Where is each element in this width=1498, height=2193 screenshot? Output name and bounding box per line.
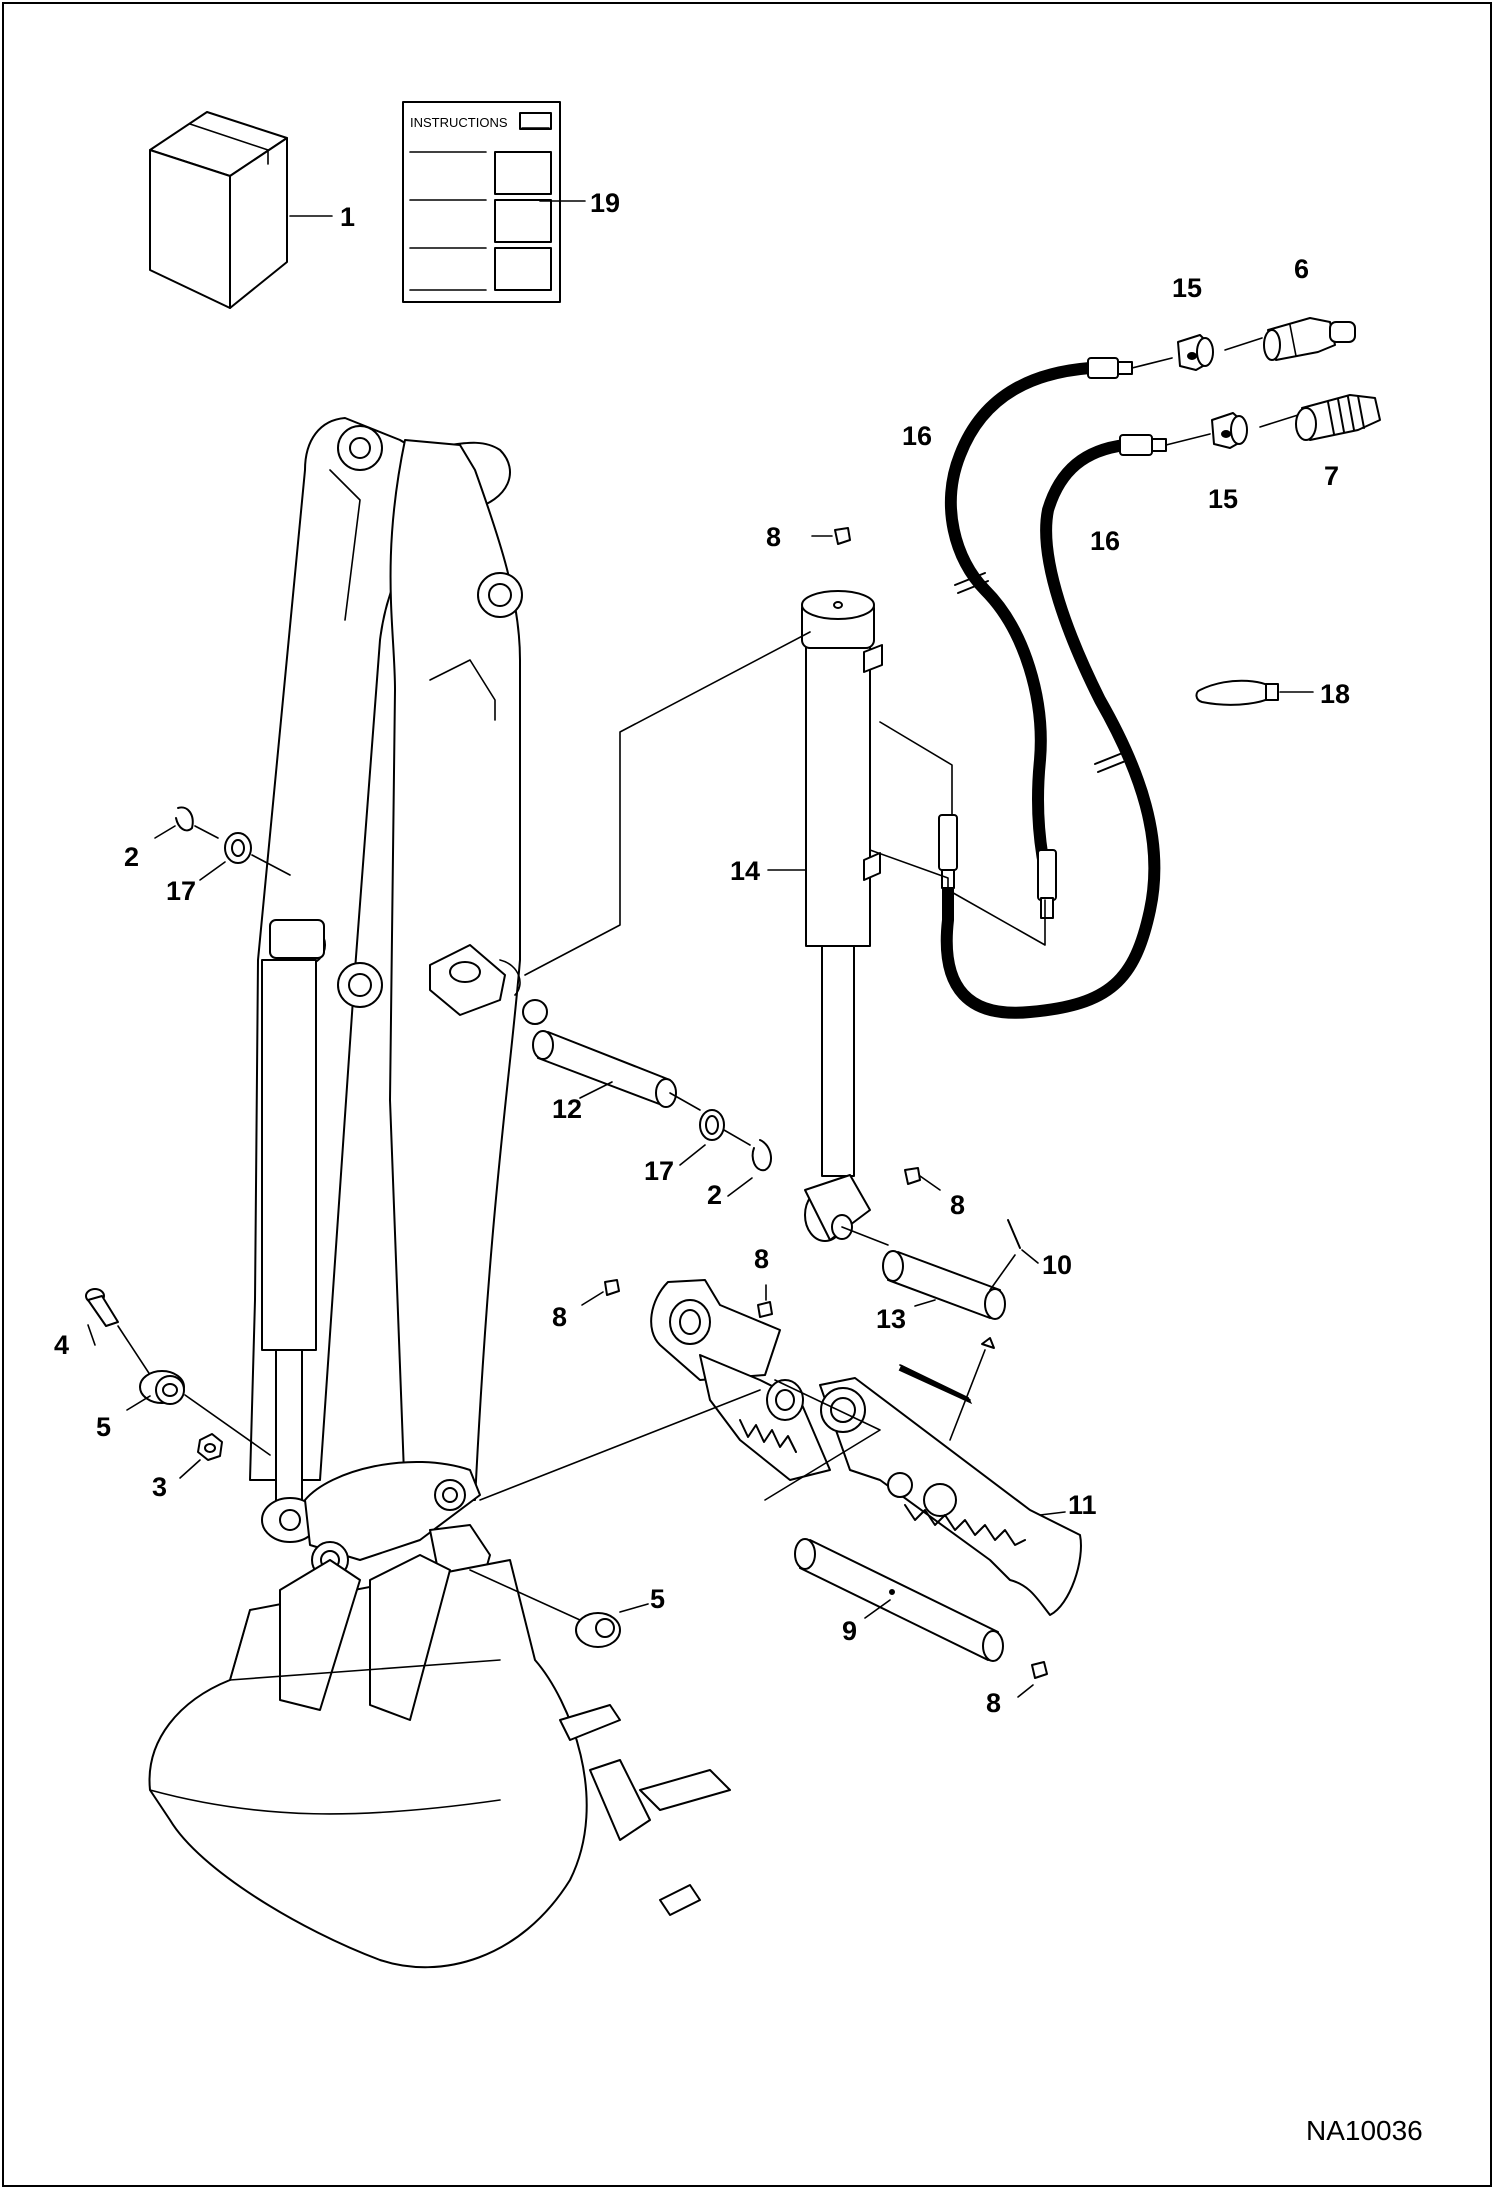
callout-12: 12 xyxy=(552,1094,582,1124)
leader-bucket-pin-to-collar xyxy=(469,1569,581,1621)
callout-6: 6 xyxy=(1294,254,1309,284)
callout-5-left: 5 xyxy=(96,1412,111,1442)
leader-15a-to-6 xyxy=(1224,337,1263,351)
thumb-mount-pin xyxy=(532,1030,677,1108)
callout-9: 9 xyxy=(842,1616,857,1646)
leader-rod-eye-to-pin xyxy=(841,1226,889,1246)
leader-ring-to-washer-left xyxy=(194,825,219,839)
leader-8c xyxy=(581,1291,604,1306)
leader-5a xyxy=(126,1395,151,1411)
snap-ring-right xyxy=(751,1139,772,1172)
grease-fitting-left xyxy=(604,1279,620,1296)
thumb-cylinder xyxy=(801,590,883,1242)
male-coupler xyxy=(1263,317,1356,361)
grease-fitting-mid xyxy=(904,1167,921,1185)
callout-1: 1 xyxy=(340,202,355,232)
leader-3 xyxy=(179,1459,201,1479)
leader-4 xyxy=(87,1324,96,1346)
grease-fitting-center xyxy=(757,1301,773,1318)
callout-19: 19 xyxy=(590,188,620,218)
leader-hose-to-15b xyxy=(1165,433,1211,446)
leader-port-lower xyxy=(869,849,1046,946)
leader-cylinder-to-arm xyxy=(524,631,811,976)
callout-14: 14 xyxy=(730,856,760,886)
leader-8e xyxy=(1017,1684,1034,1698)
leader-tool xyxy=(949,1349,986,1441)
leader-pin-to-washer xyxy=(669,1092,701,1111)
callout-17-left: 17 xyxy=(166,876,196,906)
leader-5b xyxy=(619,1603,649,1613)
tool-blade xyxy=(898,1364,973,1405)
retaining-bolt xyxy=(85,1288,119,1327)
cylinder-rod-pin xyxy=(882,1250,1006,1320)
leader-2b xyxy=(727,1177,753,1197)
washer-hole-left xyxy=(231,839,245,857)
leader-washer-to-arm xyxy=(251,854,291,876)
callout-4: 4 xyxy=(54,1330,69,1360)
washer-hole-right xyxy=(705,1115,719,1135)
leader-roll-pin xyxy=(989,1254,1016,1291)
leader-17b xyxy=(679,1144,706,1166)
adapter-fitting-upper xyxy=(1177,334,1214,371)
grease-fitting-bottom xyxy=(1031,1661,1048,1679)
adapter-fitting-lower xyxy=(1211,412,1248,449)
booklet-heading: INSTRUCTIONS xyxy=(410,115,508,130)
leader-9 xyxy=(864,1599,891,1619)
leader-2a xyxy=(154,825,176,839)
leader-linkage-to-thumb xyxy=(479,1389,761,1501)
grease-fitting-top xyxy=(834,527,851,545)
callout-8-left: 8 xyxy=(552,1302,567,1332)
leader-12 xyxy=(579,1081,613,1099)
hydraulic-hoses xyxy=(938,357,1167,1019)
callout-8-mid: 8 xyxy=(950,1190,965,1220)
leader-port-upper xyxy=(879,721,953,816)
pin-collar-right xyxy=(575,1612,621,1648)
set-screw xyxy=(981,1337,995,1349)
leader-hose-to-15a xyxy=(1131,357,1173,369)
callout-15-lower: 15 xyxy=(1208,484,1238,514)
callout-17-right: 17 xyxy=(644,1156,674,1186)
leader-17a xyxy=(199,861,226,881)
leader-13 xyxy=(914,1299,936,1307)
callout-15-upper: 15 xyxy=(1172,273,1202,303)
callout-8-bottom: 8 xyxy=(986,1688,1001,1718)
instruction-booklet xyxy=(402,101,561,303)
callout-16-upper: 16 xyxy=(902,421,932,451)
callout-11: 11 xyxy=(1068,1490,1097,1520)
leader-collar-to-arm xyxy=(184,1394,271,1456)
leader-8b xyxy=(919,1175,941,1191)
callout-8-top: 8 xyxy=(766,522,781,552)
lock-nut xyxy=(197,1433,223,1461)
female-coupler xyxy=(1295,394,1381,441)
callout-7: 7 xyxy=(1324,461,1339,491)
callout-8-center: 8 xyxy=(754,1244,769,1274)
parts-box xyxy=(149,111,288,309)
callout-13: 13 xyxy=(876,1304,906,1334)
snap-ring-left xyxy=(175,806,194,832)
callout-18: 18 xyxy=(1320,679,1350,709)
excavator-arm xyxy=(249,417,548,1543)
callout-2-left: 2 xyxy=(124,842,139,872)
callout-2-right: 2 xyxy=(707,1180,722,1210)
callout-3: 3 xyxy=(152,1472,167,1502)
cable-tie xyxy=(1195,679,1279,706)
figure-reference-number: NA10036 xyxy=(1306,2115,1423,2146)
callout-5-right: 5 xyxy=(650,1584,665,1614)
leader-11 xyxy=(1039,1511,1066,1516)
callout-10: 10 xyxy=(1042,1250,1072,1280)
leader-washer-to-ring xyxy=(723,1129,751,1146)
roll-pin xyxy=(1007,1219,1021,1249)
leader-15b-to-7 xyxy=(1259,414,1299,428)
bucket xyxy=(148,1554,731,1969)
thumb-attachment xyxy=(650,1279,1082,1616)
callout-16-lower: 16 xyxy=(1090,526,1120,556)
leader-thumb-pin-path xyxy=(764,1379,881,1501)
leader-10 xyxy=(1021,1249,1039,1264)
thumb-pivot-pin xyxy=(794,1538,1004,1662)
pin-collar-left xyxy=(139,1370,185,1405)
